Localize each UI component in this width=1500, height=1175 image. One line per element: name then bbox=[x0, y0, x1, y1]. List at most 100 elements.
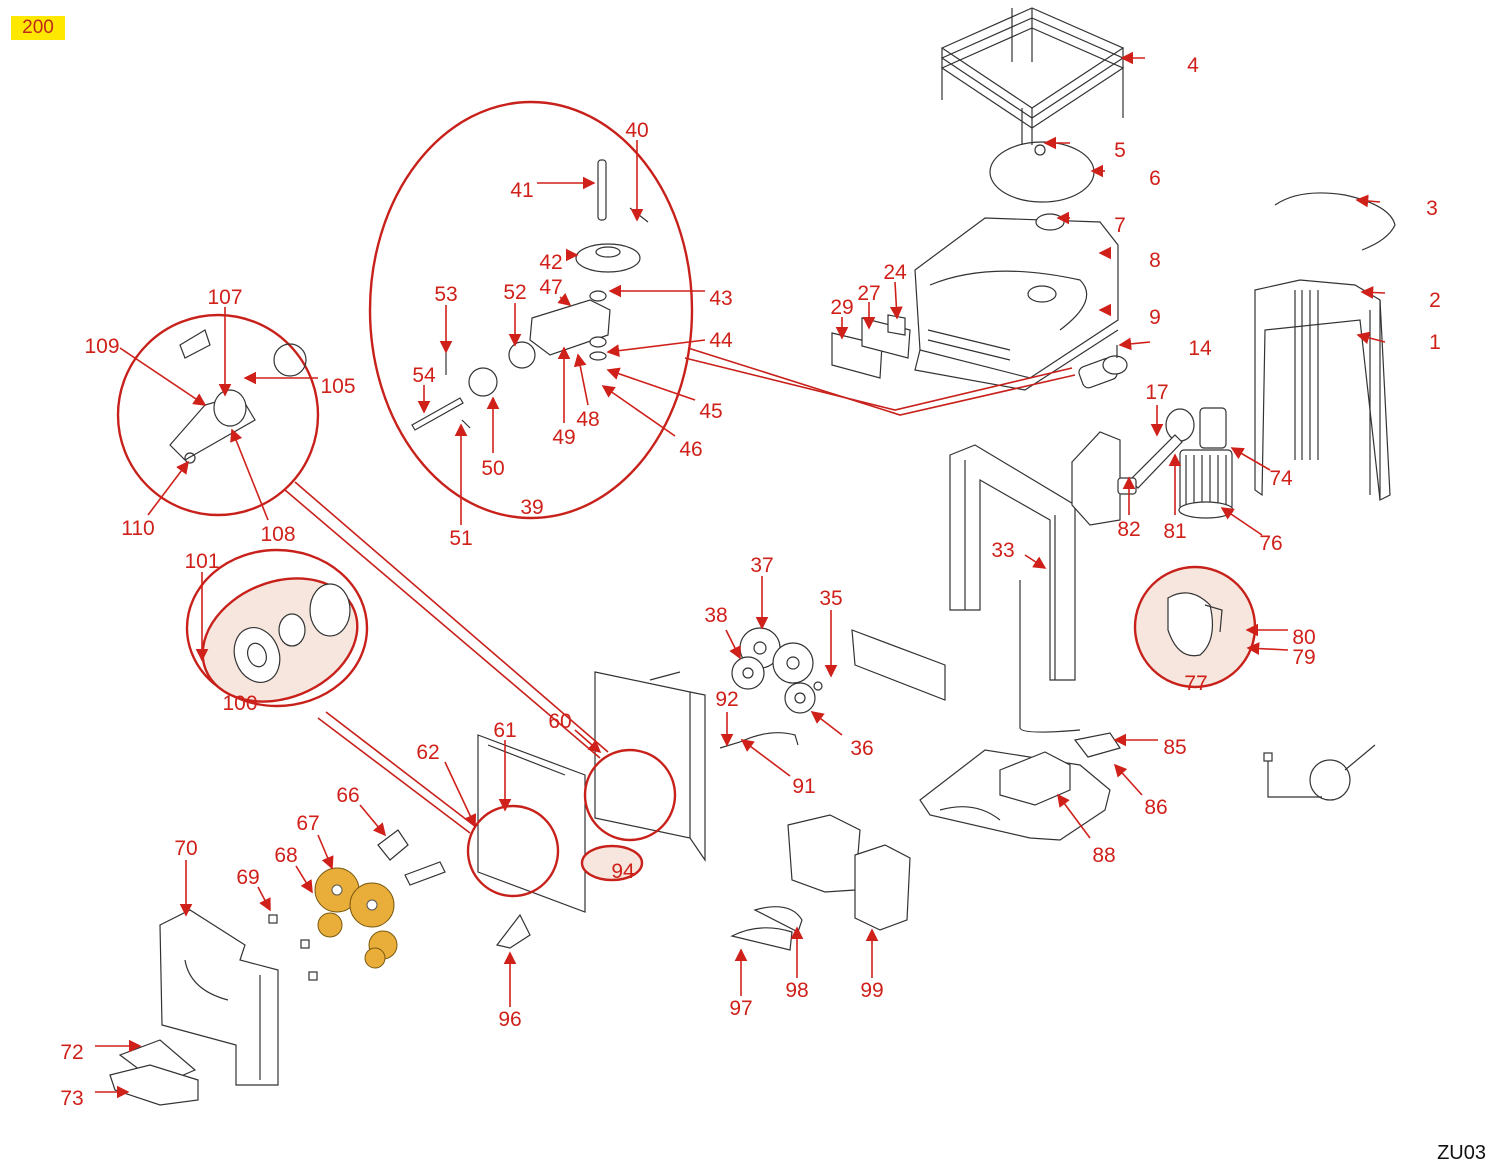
callout-82[interactable]: 82 bbox=[1117, 476, 1141, 541]
callout-label: 8 bbox=[1149, 249, 1161, 272]
callout-86[interactable]: 86 bbox=[1113, 763, 1168, 819]
leader-arrow bbox=[359, 804, 387, 837]
leader-arrow bbox=[740, 739, 791, 777]
callout-label: 99 bbox=[860, 979, 883, 1002]
callout-5[interactable]: 5 bbox=[1043, 136, 1126, 162]
leader-arrow bbox=[257, 886, 271, 912]
callout-66[interactable]: 66 bbox=[336, 784, 387, 837]
callout-50[interactable]: 50 bbox=[481, 396, 505, 480]
callout-47[interactable]: 47 bbox=[539, 276, 572, 306]
callout-label: 86 bbox=[1144, 796, 1167, 819]
callout-85[interactable]: 85 bbox=[1113, 733, 1187, 759]
callout-53[interactable]: 53 bbox=[434, 283, 458, 354]
flange-detail bbox=[233, 583, 351, 683]
callout-68[interactable]: 68 bbox=[274, 844, 313, 894]
callout-37[interactable]: 37 bbox=[750, 554, 774, 630]
callout-61[interactable]: 61 bbox=[493, 719, 517, 812]
callout-33[interactable]: 33 bbox=[991, 539, 1047, 569]
leader-arrow bbox=[317, 834, 334, 870]
callout-label: 49 bbox=[552, 426, 575, 449]
callout-17[interactable]: 17 bbox=[1145, 381, 1169, 437]
leader-arrow bbox=[810, 711, 843, 736]
callout-label: 85 bbox=[1163, 736, 1186, 759]
leader-arrow bbox=[1118, 337, 1151, 351]
callout-52[interactable]: 52 bbox=[503, 281, 527, 347]
callout-88[interactable]: 88 bbox=[1057, 793, 1116, 867]
callout-70[interactable]: 70 bbox=[174, 837, 198, 917]
callout-60[interactable]: 60 bbox=[548, 710, 602, 754]
callout-81[interactable]: 81 bbox=[1163, 453, 1187, 543]
callout-24[interactable]: 24 bbox=[883, 261, 907, 320]
callout-41[interactable]: 41 bbox=[510, 176, 596, 202]
callout-27[interactable]: 27 bbox=[857, 282, 881, 330]
callout-label: 48 bbox=[576, 408, 599, 431]
callout-97[interactable]: 97 bbox=[729, 948, 753, 1020]
callout-38[interactable]: 38 bbox=[704, 604, 741, 660]
gearbox-plate-front-part bbox=[477, 734, 586, 913]
callout-69[interactable]: 69 bbox=[236, 866, 271, 912]
callout-62[interactable]: 62 bbox=[416, 741, 477, 828]
power-cord-part bbox=[1263, 744, 1376, 801]
callout-49[interactable]: 49 bbox=[552, 346, 576, 449]
callout-label: 72 bbox=[60, 1041, 83, 1064]
callout-36[interactable]: 36 bbox=[810, 711, 874, 760]
callout-45[interactable]: 45 bbox=[606, 367, 723, 423]
callout-label: 61 bbox=[493, 719, 516, 742]
callout-4[interactable]: 4 bbox=[1120, 51, 1199, 77]
callout-76[interactable]: 76 bbox=[1220, 507, 1283, 555]
sheet-code: ZU03 bbox=[1437, 1142, 1486, 1164]
callout-48[interactable]: 48 bbox=[573, 353, 600, 431]
callout-67[interactable]: 67 bbox=[296, 812, 334, 870]
callout-105[interactable]: 105 bbox=[243, 371, 356, 398]
callout-107[interactable]: 107 bbox=[207, 286, 243, 397]
pulley-group-part bbox=[731, 627, 823, 714]
callout-6[interactable]: 6 bbox=[1090, 164, 1161, 190]
callout-91[interactable]: 91 bbox=[740, 739, 816, 798]
callout-2[interactable]: 2 bbox=[1360, 286, 1441, 312]
callout-108[interactable]: 108 bbox=[230, 428, 296, 546]
callout-1[interactable]: 1 bbox=[1356, 331, 1441, 354]
callout-94[interactable]: 94 bbox=[611, 860, 635, 883]
callout-label: 91 bbox=[792, 775, 815, 798]
callout-39[interactable]: 39 bbox=[520, 496, 543, 519]
callout-7[interactable]: 7 bbox=[1056, 211, 1126, 237]
callout-35[interactable]: 35 bbox=[819, 587, 843, 678]
callout-3[interactable]: 3 bbox=[1355, 194, 1438, 220]
leader-arrow bbox=[1355, 194, 1381, 208]
callout-43[interactable]: 43 bbox=[608, 284, 733, 310]
callout-98[interactable]: 98 bbox=[785, 926, 809, 1002]
callout-44[interactable]: 44 bbox=[606, 329, 733, 357]
callout-101[interactable]: 101 bbox=[184, 550, 220, 662]
callout-109[interactable]: 109 bbox=[84, 335, 207, 406]
callout-8[interactable]: 8 bbox=[1098, 246, 1161, 272]
callout-96[interactable]: 96 bbox=[498, 951, 522, 1031]
callout-9[interactable]: 9 bbox=[1098, 303, 1161, 329]
callout-46[interactable]: 46 bbox=[601, 385, 703, 461]
callout-51[interactable]: 51 bbox=[449, 423, 473, 550]
callout-42[interactable]: 42 bbox=[539, 248, 579, 274]
callout-label: 2 bbox=[1429, 289, 1441, 312]
callout-79[interactable]: 79 bbox=[1246, 642, 1316, 669]
callout-99[interactable]: 99 bbox=[860, 928, 884, 1002]
callout-29[interactable]: 29 bbox=[830, 296, 854, 340]
leader-arrow bbox=[601, 385, 676, 437]
bowl-housing-part bbox=[914, 213, 1119, 391]
callout-72[interactable]: 72 bbox=[60, 1039, 142, 1064]
callout-14[interactable]: 14 bbox=[1118, 337, 1212, 360]
callout-80[interactable]: 80 bbox=[1245, 623, 1316, 649]
callout-54[interactable]: 54 bbox=[412, 364, 436, 414]
callout-74[interactable]: 74 bbox=[1230, 447, 1293, 490]
detail-ring-39 bbox=[368, 100, 694, 520]
callout-label: 14 bbox=[1188, 337, 1212, 360]
callout-label: 35 bbox=[819, 587, 842, 610]
callout-92[interactable]: 92 bbox=[715, 688, 739, 747]
leader-arrow bbox=[889, 281, 903, 320]
detail-ring-plate-front bbox=[466, 804, 560, 898]
callout-100[interactable]: 100 bbox=[222, 692, 257, 715]
callout-110[interactable]: 110 bbox=[121, 460, 189, 540]
callout-40[interactable]: 40 bbox=[625, 119, 649, 222]
callout-73[interactable]: 73 bbox=[60, 1085, 130, 1110]
leader-arrow bbox=[725, 629, 741, 660]
callout-label: 109 bbox=[84, 335, 119, 358]
callout-77[interactable]: 77 bbox=[1184, 672, 1207, 695]
